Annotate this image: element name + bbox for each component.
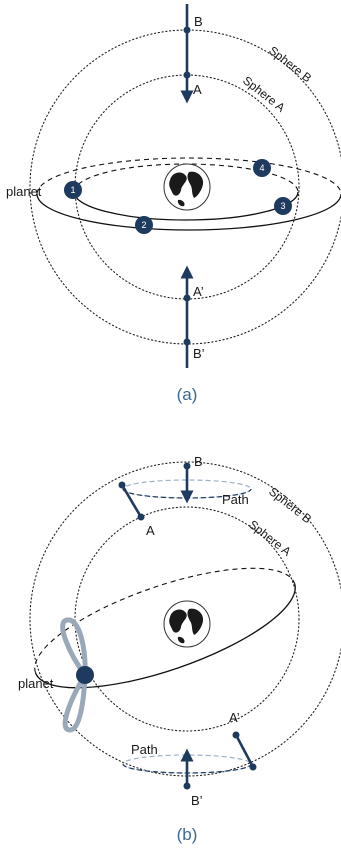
planet-label-b: planet xyxy=(18,676,54,691)
orbit-back xyxy=(36,157,341,195)
path-top-label: Path xyxy=(222,492,249,507)
pole-a-prime-end-b xyxy=(249,763,257,771)
pole-a xyxy=(183,71,191,79)
pole-b-b xyxy=(183,462,191,470)
sphere-b-label-b: Sphere B xyxy=(266,484,314,526)
caption-b: (b) xyxy=(177,825,198,844)
svg-text:4: 4 xyxy=(259,163,264,173)
axis-a-segment xyxy=(120,484,143,518)
pole-b-prime xyxy=(183,338,191,346)
label-a-b: A xyxy=(146,523,155,538)
path-bottom-label: Path xyxy=(131,742,158,757)
planet-body-b xyxy=(76,666,94,684)
sphere-a-outline-b xyxy=(74,506,300,732)
label-b: B xyxy=(194,14,203,29)
position-2: 2 xyxy=(135,216,153,234)
axis-a-prime-segment xyxy=(234,734,255,768)
pole-b-prime-b xyxy=(183,782,191,790)
position-3: 3 xyxy=(274,197,292,215)
panel-a: B A A’ B’ Sphere B Sphere A planet 1 2 3 xyxy=(6,4,341,404)
label-b-prime: B’ xyxy=(193,346,205,361)
earth-icon-b xyxy=(163,600,211,648)
sphere-a-label: Sphere A xyxy=(240,73,288,114)
earth-icon xyxy=(163,163,211,211)
orbit-front xyxy=(36,193,341,231)
label-a-prime-b: A’ xyxy=(229,710,240,725)
orbit-back-b xyxy=(34,567,296,673)
sphere-a-label-b: Sphere A xyxy=(246,517,294,558)
pole-b xyxy=(183,26,191,34)
label-a: A xyxy=(193,82,202,97)
svg-text:1: 1 xyxy=(70,185,75,195)
sphere-b-label: Sphere B xyxy=(266,43,314,85)
svg-text:3: 3 xyxy=(280,201,285,211)
label-a-prime: A’ xyxy=(193,284,204,299)
position-1: 1 xyxy=(64,181,82,199)
panel-b: B A A’ B’ Path Path Sphere B Sphere A pl… xyxy=(18,454,341,844)
caption-a: (a) xyxy=(177,385,198,404)
pole-a-b xyxy=(118,481,126,489)
pole-a-prime xyxy=(183,294,191,302)
svg-text:2: 2 xyxy=(141,220,146,230)
label-b-b: B xyxy=(194,454,203,469)
orbit-front-b xyxy=(34,583,296,689)
label-b-prime-b: B’ xyxy=(191,793,203,808)
pole-a-end-b xyxy=(137,513,145,521)
planet-label: planet xyxy=(6,184,42,199)
pole-a-prime-b xyxy=(232,731,240,739)
position-4: 4 xyxy=(253,159,271,177)
